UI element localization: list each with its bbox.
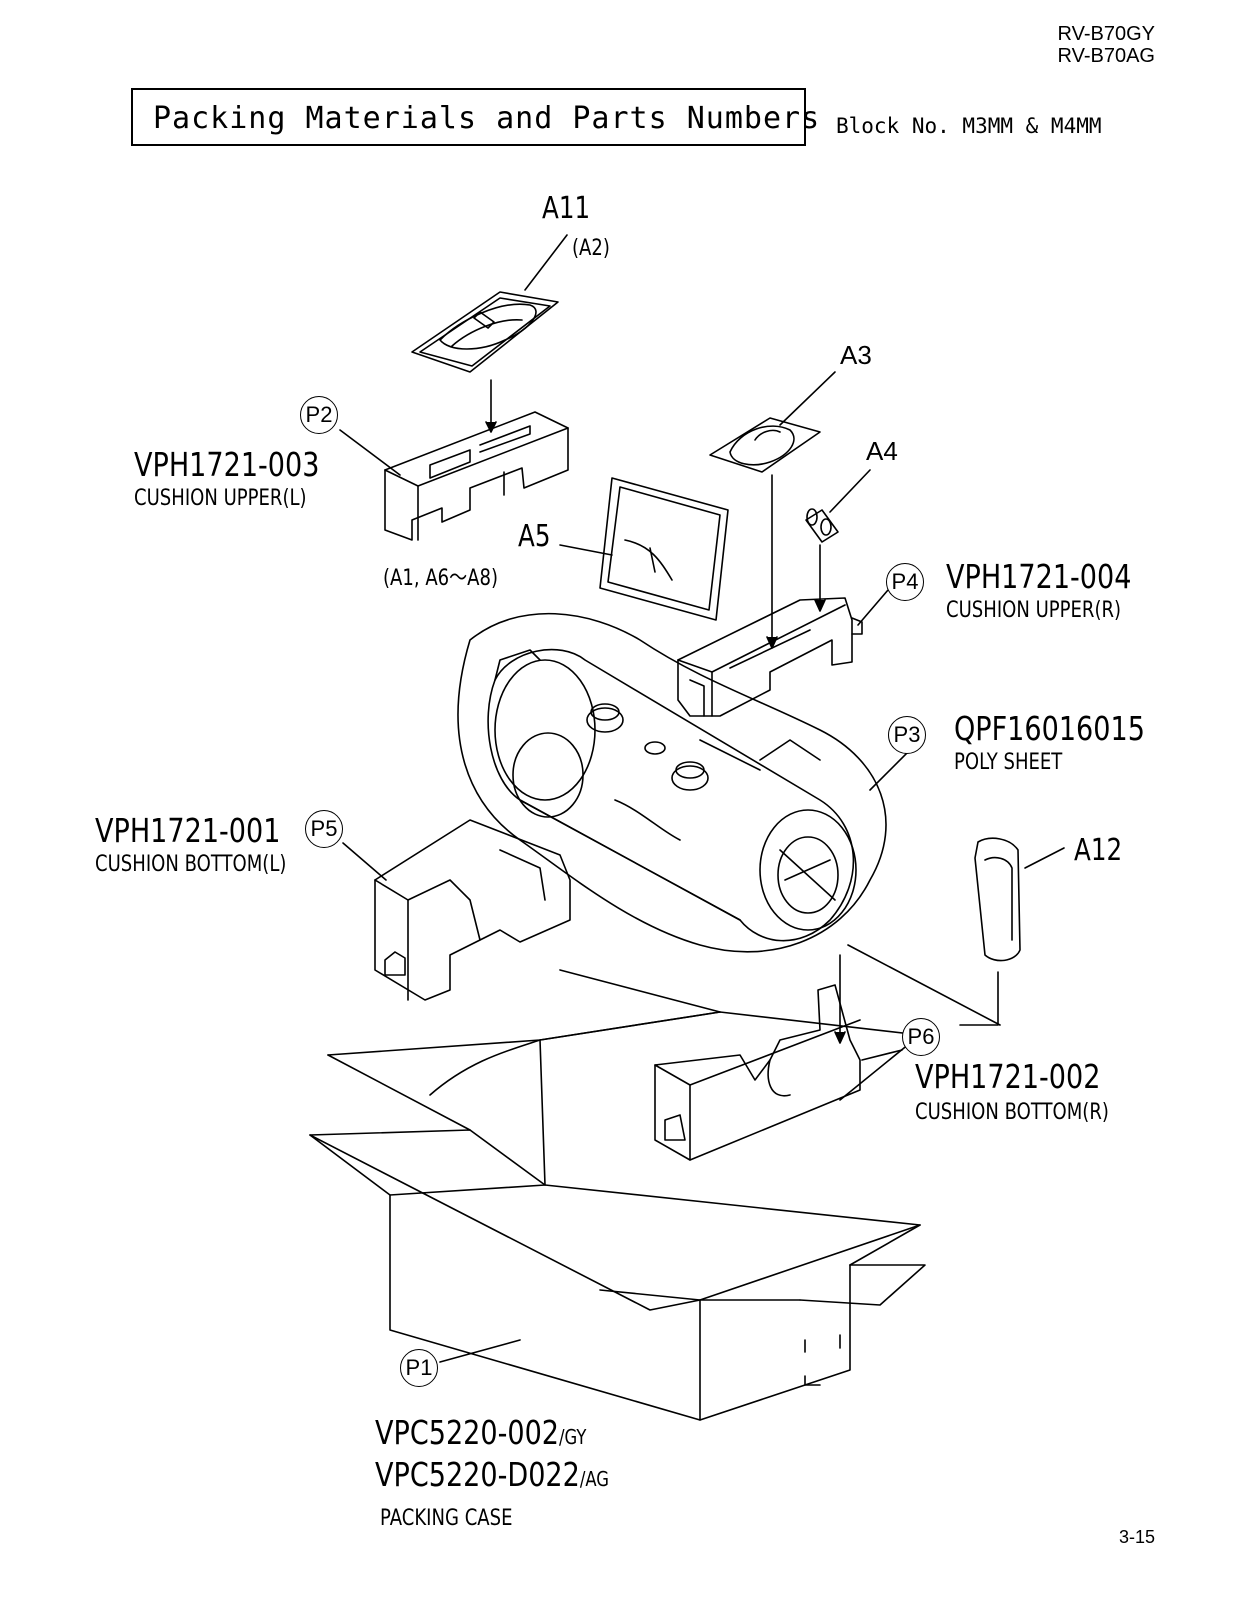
part-number-p3: QPF16016015	[954, 709, 1145, 748]
page-number: 3-15	[1118, 1527, 1155, 1547]
part-number-p2: VPH1721-003	[134, 445, 320, 484]
tag-p6: P6	[902, 1018, 940, 1056]
part-suffix-ag: /AG	[579, 1467, 610, 1491]
tag-p2: P2	[300, 396, 338, 434]
part-number-p1-gy-value: VPC5220-002	[375, 1413, 560, 1452]
part-number-p1-ag-value: VPC5220-D022	[375, 1455, 580, 1494]
part-desc-p6: CUSHION BOTTOM(R)	[915, 1100, 1109, 1125]
callout-a5: A5	[518, 519, 551, 554]
tag-p4: P4	[886, 563, 924, 601]
callout-a4: A4	[866, 436, 898, 466]
cushion-bottom-right	[654, 944, 1001, 1161]
part-desc-p4: CUSHION UPPER(R)	[946, 598, 1122, 623]
part-number-p6: VPH1721-002	[915, 1057, 1101, 1096]
batteries-a4	[805, 469, 871, 612]
part-desc-p2: CUSHION UPPER(L)	[134, 486, 307, 511]
model-number-1: RV-B70GY	[1057, 23, 1155, 45]
cushion-upper-right	[677, 589, 889, 717]
part-desc-p5: CUSHION BOTTOM(L)	[95, 852, 287, 877]
packing-case	[309, 969, 926, 1421]
model-number-2: RV-B70AG	[1057, 45, 1155, 67]
callout-a11: A11	[542, 191, 591, 226]
part-number-p4: VPH1721-004	[946, 557, 1132, 596]
part-number-p1-ag: VPC5220-D022/AG	[375, 1458, 609, 1491]
cushion-upper-left	[339, 411, 569, 541]
part-number-p1-gy: VPC5220-002/GY	[375, 1416, 586, 1449]
remote-a12	[959, 837, 1065, 1026]
accessory-bag-a11	[411, 234, 568, 433]
manual-a5	[559, 477, 729, 621]
callout-a2: (A2)	[572, 236, 610, 261]
part-suffix-gy: /GY	[559, 1425, 587, 1449]
tag-p1: P1	[400, 1349, 438, 1387]
part-number-p5: VPH1721-001	[95, 811, 281, 850]
callout-a3: A3	[840, 340, 872, 370]
part-desc-p3: POLY SHEET	[954, 750, 1063, 775]
title-box: Packing Materials and Parts Numbers	[131, 88, 819, 146]
cushion-bottom-left	[342, 819, 571, 1001]
block-number: Block No. M3MM & M4MM	[836, 114, 1102, 138]
callout-a1-group: (A1, A6～A8)	[383, 566, 499, 591]
radio-unit	[487, 648, 857, 942]
page-title: Packing Materials and Parts Numbers	[153, 101, 821, 136]
part-desc-p1: PACKING CASE	[380, 1506, 513, 1531]
tag-p5: P5	[305, 810, 343, 848]
tag-p3: P3	[888, 716, 926, 754]
callout-a12: A12	[1074, 833, 1123, 868]
